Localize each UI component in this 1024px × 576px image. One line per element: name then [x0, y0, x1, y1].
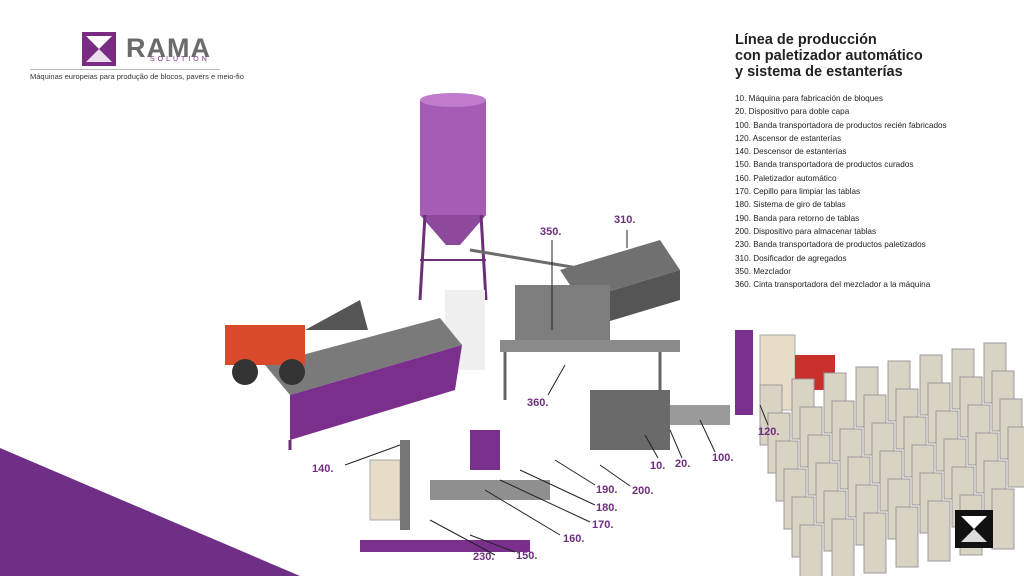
title-line: con paletizador automático [735, 48, 923, 64]
callout-230: 230. [473, 551, 495, 563]
callout-190: 190. [596, 484, 618, 496]
legend-item: 230. Banda transportadora de productos p… [735, 240, 926, 250]
component-legend: 10. Máquina para fabricación de bloques … [735, 92, 947, 291]
tagline: Máquinas europeias para produção de bloc… [30, 72, 244, 81]
title-line: y sistema de estanterías [735, 64, 903, 80]
page-title: Línea de producción con paletizador auto… [735, 32, 1005, 80]
mixer-platform [500, 285, 680, 400]
legend-item: 360. Cinta transportadora del mezclador … [735, 280, 931, 290]
storage-rack [1007, 426, 1024, 488]
callout-180: 180. [596, 502, 618, 514]
legend-item: 170. Cepillo para limpiar las tablas [735, 187, 861, 197]
callout-200: 200. [632, 485, 654, 497]
brand-sub: SOLUTION [150, 56, 210, 63]
corner-logo-icon [955, 510, 993, 548]
legend-item: 10. Máquina para fabricación de bloques [735, 94, 883, 103]
legend-item: 180. Sistema de giro de tablas [735, 200, 846, 210]
legend-item: 200. Dispositivo para almacenar tablas [735, 226, 877, 236]
divider [30, 69, 220, 70]
legend-item: 20. Dispositivo para doble capa [735, 107, 850, 117]
legend-item: 310. Dosificador de agregados [735, 253, 847, 263]
storage-racks [759, 342, 1024, 576]
storage-rack [863, 512, 887, 574]
brand-name: RAMA [126, 33, 211, 63]
storage-rack [799, 524, 823, 576]
callout-10: 10. [650, 460, 666, 472]
storage-rack [991, 488, 1015, 550]
leader-lines [344, 230, 769, 556]
storage-rack [895, 506, 919, 568]
callout-140: 140. [312, 463, 334, 475]
rack-elevator [735, 330, 836, 415]
storage-rack [927, 500, 951, 562]
block-machine [590, 390, 730, 450]
legend-item: 350. Mezclador [735, 266, 791, 276]
legend-item: 150. Banda transportadora de productos c… [735, 160, 914, 170]
legend-item: 140. Descensor de estanterías [735, 147, 847, 157]
legend-item: 120. Ascensor de estanterías [735, 133, 842, 143]
storage-rack [831, 518, 855, 576]
silo [418, 93, 488, 370]
legend-item: 100. Banda transportadora de productos r… [735, 120, 947, 130]
callout-350: 350. [540, 226, 562, 238]
callout-100: 100. [712, 452, 734, 464]
callout-160: 160. [563, 533, 585, 545]
callout-310: 310. [614, 214, 636, 226]
callout-360: 360. [527, 397, 549, 409]
legend-item: 160. Paletizador automático [735, 173, 837, 183]
large-doser [265, 318, 462, 450]
title-line: Línea de producción [735, 32, 877, 48]
palletizer [360, 430, 550, 552]
callout-20: 20. [675, 458, 691, 470]
wheel-loader [225, 300, 368, 385]
rama-logo-icon [82, 32, 116, 66]
callout-170: 170. [592, 519, 614, 531]
callout-120: 120. [758, 426, 780, 438]
corner-accent [0, 448, 300, 576]
callout-150: 150. [516, 550, 538, 562]
legend-item: 190. Banda para retorno de tablas [735, 213, 860, 223]
